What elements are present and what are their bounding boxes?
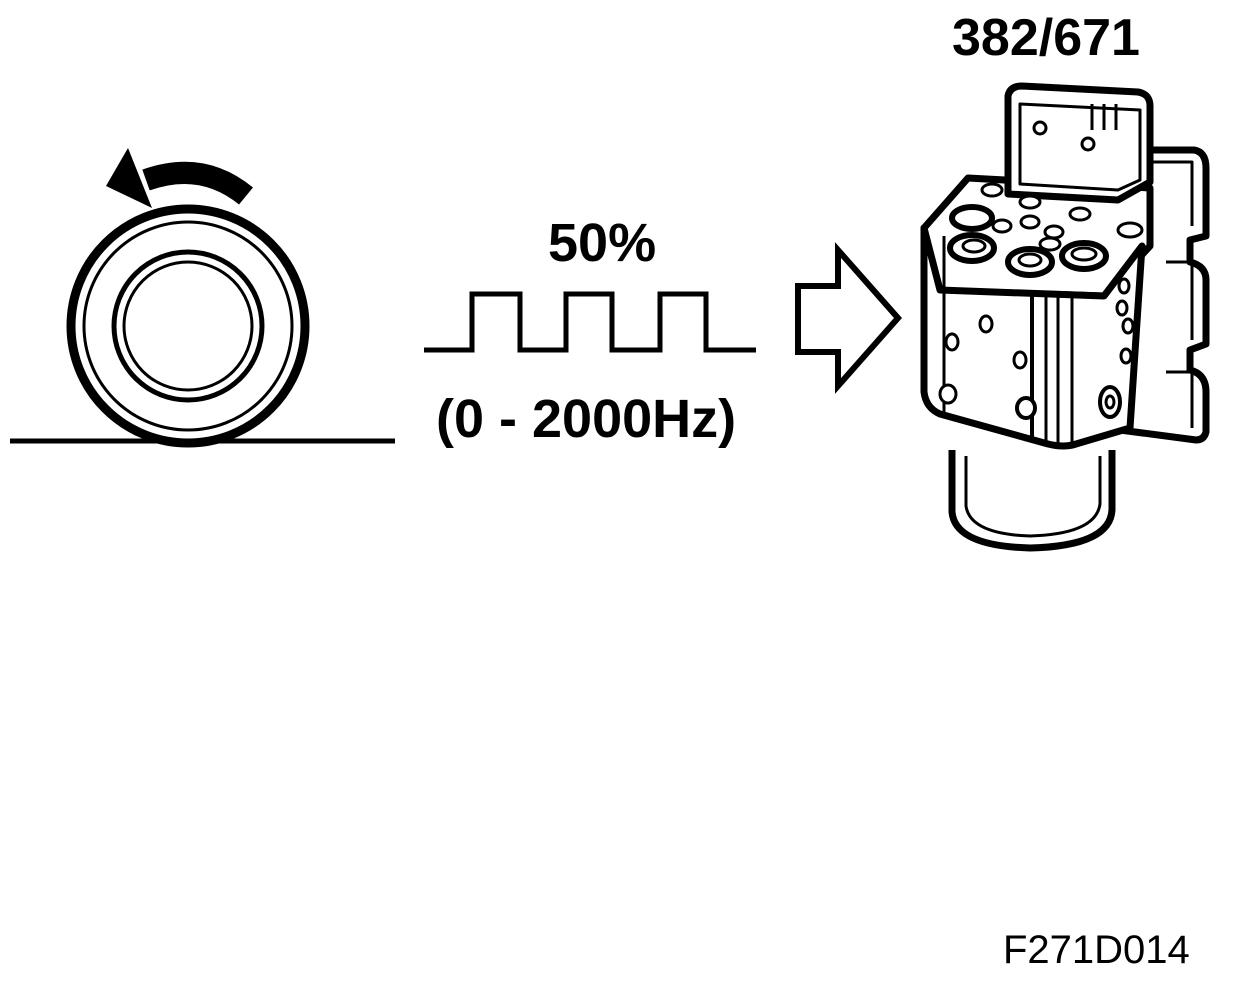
square-wave-signal — [424, 291, 756, 353]
duty-cycle-label: 50% — [548, 213, 657, 273]
hollow-right-arrow-icon — [795, 242, 903, 394]
rotation-arrow-icon — [106, 148, 253, 208]
rotating-wheel-icon — [66, 204, 310, 448]
abs-control-module-icon — [920, 82, 1210, 552]
frequency-range-label: (0 - 2000Hz) — [436, 389, 737, 449]
figure-id-label: F271D014 — [1003, 928, 1190, 972]
module-label: 382/671 — [952, 9, 1140, 67]
